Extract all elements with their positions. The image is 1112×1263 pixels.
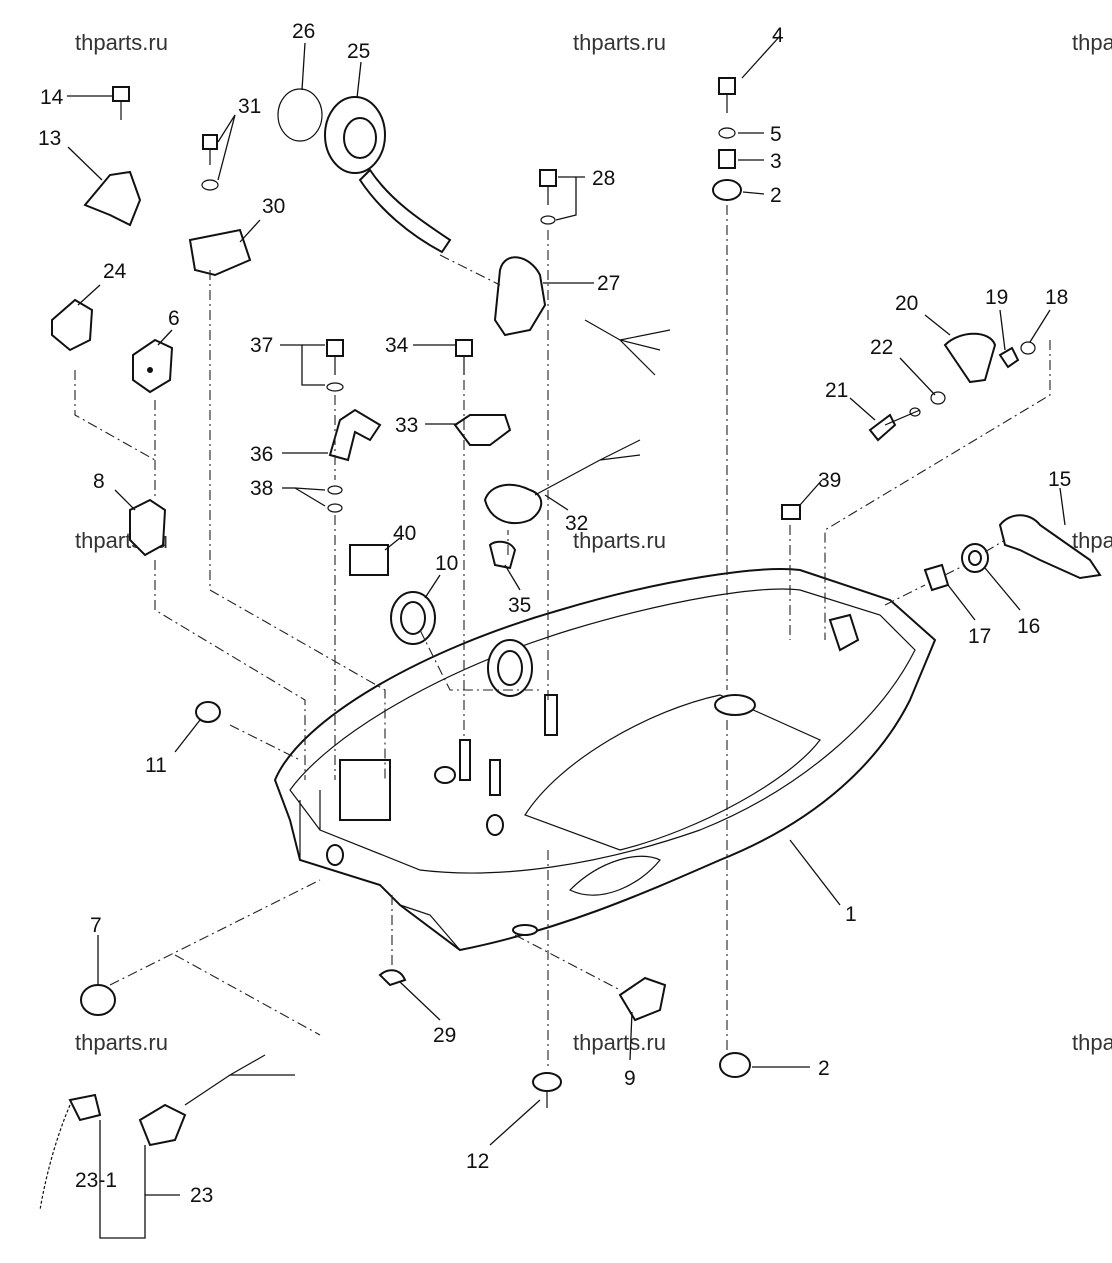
callout-26: 26 [292, 20, 315, 43]
bottom-cowling [273, 568, 937, 952]
callout-23-1: 23-1 [75, 1169, 117, 1192]
callout-2: 2 [770, 184, 782, 207]
callout-16: 16 [1017, 615, 1040, 638]
callout-14: 14 [40, 86, 64, 109]
callout-22: 22 [870, 336, 893, 359]
callout-30: 30 [262, 195, 285, 218]
watermark: thparts.ru [75, 1030, 168, 1055]
callout-39: 39 [818, 469, 841, 492]
callout-33: 33 [395, 414, 418, 437]
callout-2: 2 [818, 1057, 830, 1080]
callout-18: 18 [1045, 286, 1068, 309]
callout-34: 34 [385, 334, 409, 357]
callout-27: 27 [597, 272, 620, 295]
callout-25: 25 [347, 40, 370, 63]
callout-17: 17 [968, 625, 991, 648]
callout-21: 21 [825, 379, 848, 402]
callout-23: 23 [190, 1184, 213, 1207]
watermark: thparts.ru [1072, 30, 1112, 55]
watermark: thparts.ru [1072, 1030, 1112, 1055]
callout-24: 24 [103, 260, 127, 283]
watermark: thparts.ru [75, 30, 168, 55]
callout-1: 1 [845, 903, 857, 926]
callout-20: 20 [895, 292, 918, 315]
watermark: thparts.ru [573, 30, 666, 55]
callout-3: 3 [770, 150, 782, 173]
callout-37: 37 [250, 334, 273, 357]
callout-15: 15 [1048, 468, 1071, 491]
callout-29: 29 [433, 1024, 456, 1047]
callout-19: 19 [985, 286, 1008, 309]
callout-40: 40 [393, 522, 416, 545]
callout-38: 38 [250, 477, 273, 500]
callout-labels: 14 13 31 30 26 25 24 6 8 37 36 38 34 33 … [38, 20, 1071, 1207]
watermark: thparts.ru [573, 1030, 666, 1055]
callout-4: 4 [772, 24, 784, 47]
callout-9: 9 [624, 1067, 636, 1090]
callout-28: 28 [592, 167, 615, 190]
callout-5: 5 [770, 123, 782, 146]
callout-8: 8 [93, 470, 105, 493]
callout-35: 35 [508, 594, 531, 617]
callout-6: 6 [168, 307, 180, 330]
callout-13: 13 [38, 127, 61, 150]
callout-12: 12 [466, 1150, 489, 1173]
leader-lines [67, 35, 1066, 1239]
callout-10: 10 [435, 552, 458, 575]
callout-31: 31 [238, 95, 261, 118]
watermark: thparts.ru [573, 528, 666, 553]
callout-32: 32 [565, 512, 588, 535]
small-parts [39, 77, 1102, 1211]
callout-11: 11 [145, 754, 167, 777]
callout-7: 7 [90, 914, 102, 937]
callout-36: 36 [250, 443, 273, 466]
assembly-lines [74, 205, 1051, 1070]
watermark: thparts.ru [1072, 528, 1112, 553]
